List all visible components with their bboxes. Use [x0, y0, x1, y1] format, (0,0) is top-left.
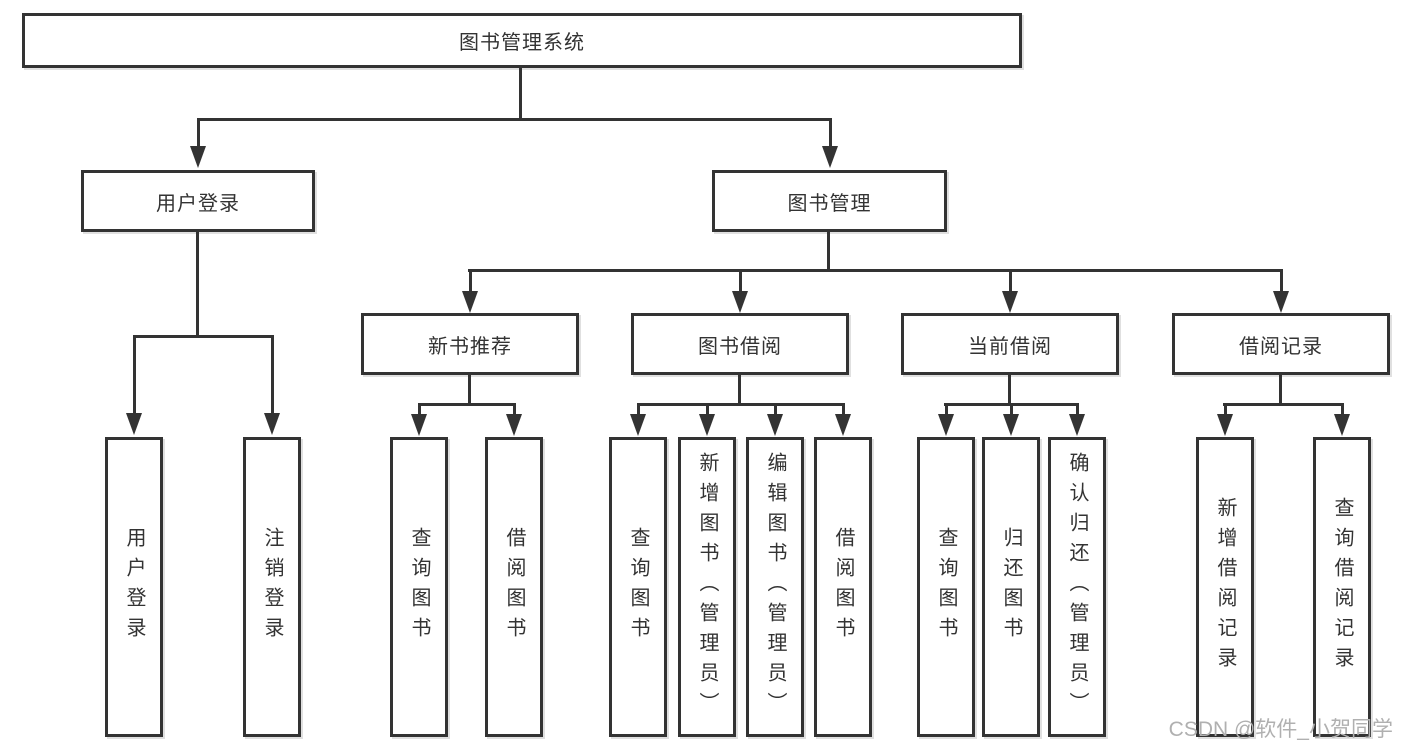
arrow-down-icon [835, 414, 851, 436]
arrow-down-icon [1217, 414, 1233, 436]
arrow-down-icon [264, 413, 280, 435]
arrow-down-icon [699, 414, 715, 436]
node-new-book-recommend: 新书推荐 [361, 313, 579, 375]
connector-v [842, 403, 845, 417]
arrow-down-icon [1002, 291, 1018, 313]
arrow-down-icon [126, 413, 142, 435]
connector-v [827, 232, 830, 272]
leaf-logout: 注销登录 [243, 437, 301, 737]
leaf-query-books-borrow: 查询图书 [609, 437, 667, 737]
node-borrow-records: 借阅记录 [1172, 313, 1390, 375]
connector-h [1223, 403, 1344, 406]
arrow-down-icon [1273, 291, 1289, 313]
connector-v [739, 269, 742, 294]
connector-v [945, 403, 948, 417]
leaf-borrow-books-recommend: 借阅图书 [485, 437, 543, 737]
connector-v [637, 403, 640, 417]
leaf-add-borrow-record: 新增借阅记录 [1196, 437, 1254, 737]
leaf-add-book-admin: 新增图书（管理员） [678, 437, 736, 737]
connector-v [469, 269, 472, 294]
node-current-borrow: 当前借阅 [901, 313, 1119, 375]
connector-v [197, 118, 200, 148]
connector-v [1280, 269, 1283, 294]
node-root-library-system: 图书管理系统 [22, 13, 1022, 68]
arrow-down-icon [630, 414, 646, 436]
leaf-edit-book-admin: 编辑图书（管理员） [746, 437, 804, 737]
connector-v [774, 403, 777, 417]
arrow-down-icon [1334, 414, 1350, 436]
node-book-management: 图书管理 [712, 170, 947, 232]
connector-v [196, 232, 199, 338]
connector-v [1010, 403, 1013, 417]
connector-v [133, 335, 136, 415]
connector-v [829, 118, 832, 148]
leaf-query-borrow-record: 查询借阅记录 [1313, 437, 1371, 737]
arrow-down-icon [1069, 414, 1085, 436]
csdn-watermark: CSDN @软件_小贺同学 [1168, 718, 1393, 741]
leaf-user-login: 用户登录 [105, 437, 163, 737]
connector-v [1279, 375, 1282, 406]
leaf-return-book: 归还图书 [982, 437, 1040, 737]
connector-h [637, 403, 845, 406]
connector-h [418, 403, 516, 406]
connector-v [468, 375, 471, 406]
connector-v [1224, 403, 1227, 417]
leaf-confirm-return-admin: 确认归还（管理员） [1048, 437, 1106, 737]
arrow-down-icon [462, 291, 478, 313]
arrow-down-icon [506, 414, 522, 436]
connector-v [1009, 269, 1012, 294]
leaf-query-books-recommend: 查询图书 [390, 437, 448, 737]
connector-v [513, 403, 516, 417]
arrow-down-icon [732, 291, 748, 313]
connector-h [197, 118, 831, 121]
arrow-down-icon [411, 414, 427, 436]
connector-h [133, 335, 273, 338]
connector-v [1341, 403, 1344, 417]
arrow-down-icon [190, 146, 206, 168]
connector-v [1076, 403, 1079, 417]
connector-v [271, 335, 274, 415]
connector-h [468, 269, 1282, 272]
arrow-down-icon [767, 414, 783, 436]
node-book-borrow: 图书借阅 [631, 313, 849, 375]
arrow-down-icon [822, 146, 838, 168]
connector-v [706, 403, 709, 417]
connector-v [418, 403, 421, 417]
connector-v [738, 375, 741, 406]
leaf-borrow-books: 借阅图书 [814, 437, 872, 737]
arrow-down-icon [938, 414, 954, 436]
connector-v [519, 68, 522, 120]
connector-v [1008, 375, 1011, 406]
arrow-down-icon [1003, 414, 1019, 436]
node-user-login: 用户登录 [81, 170, 315, 232]
leaf-query-books-current: 查询图书 [917, 437, 975, 737]
